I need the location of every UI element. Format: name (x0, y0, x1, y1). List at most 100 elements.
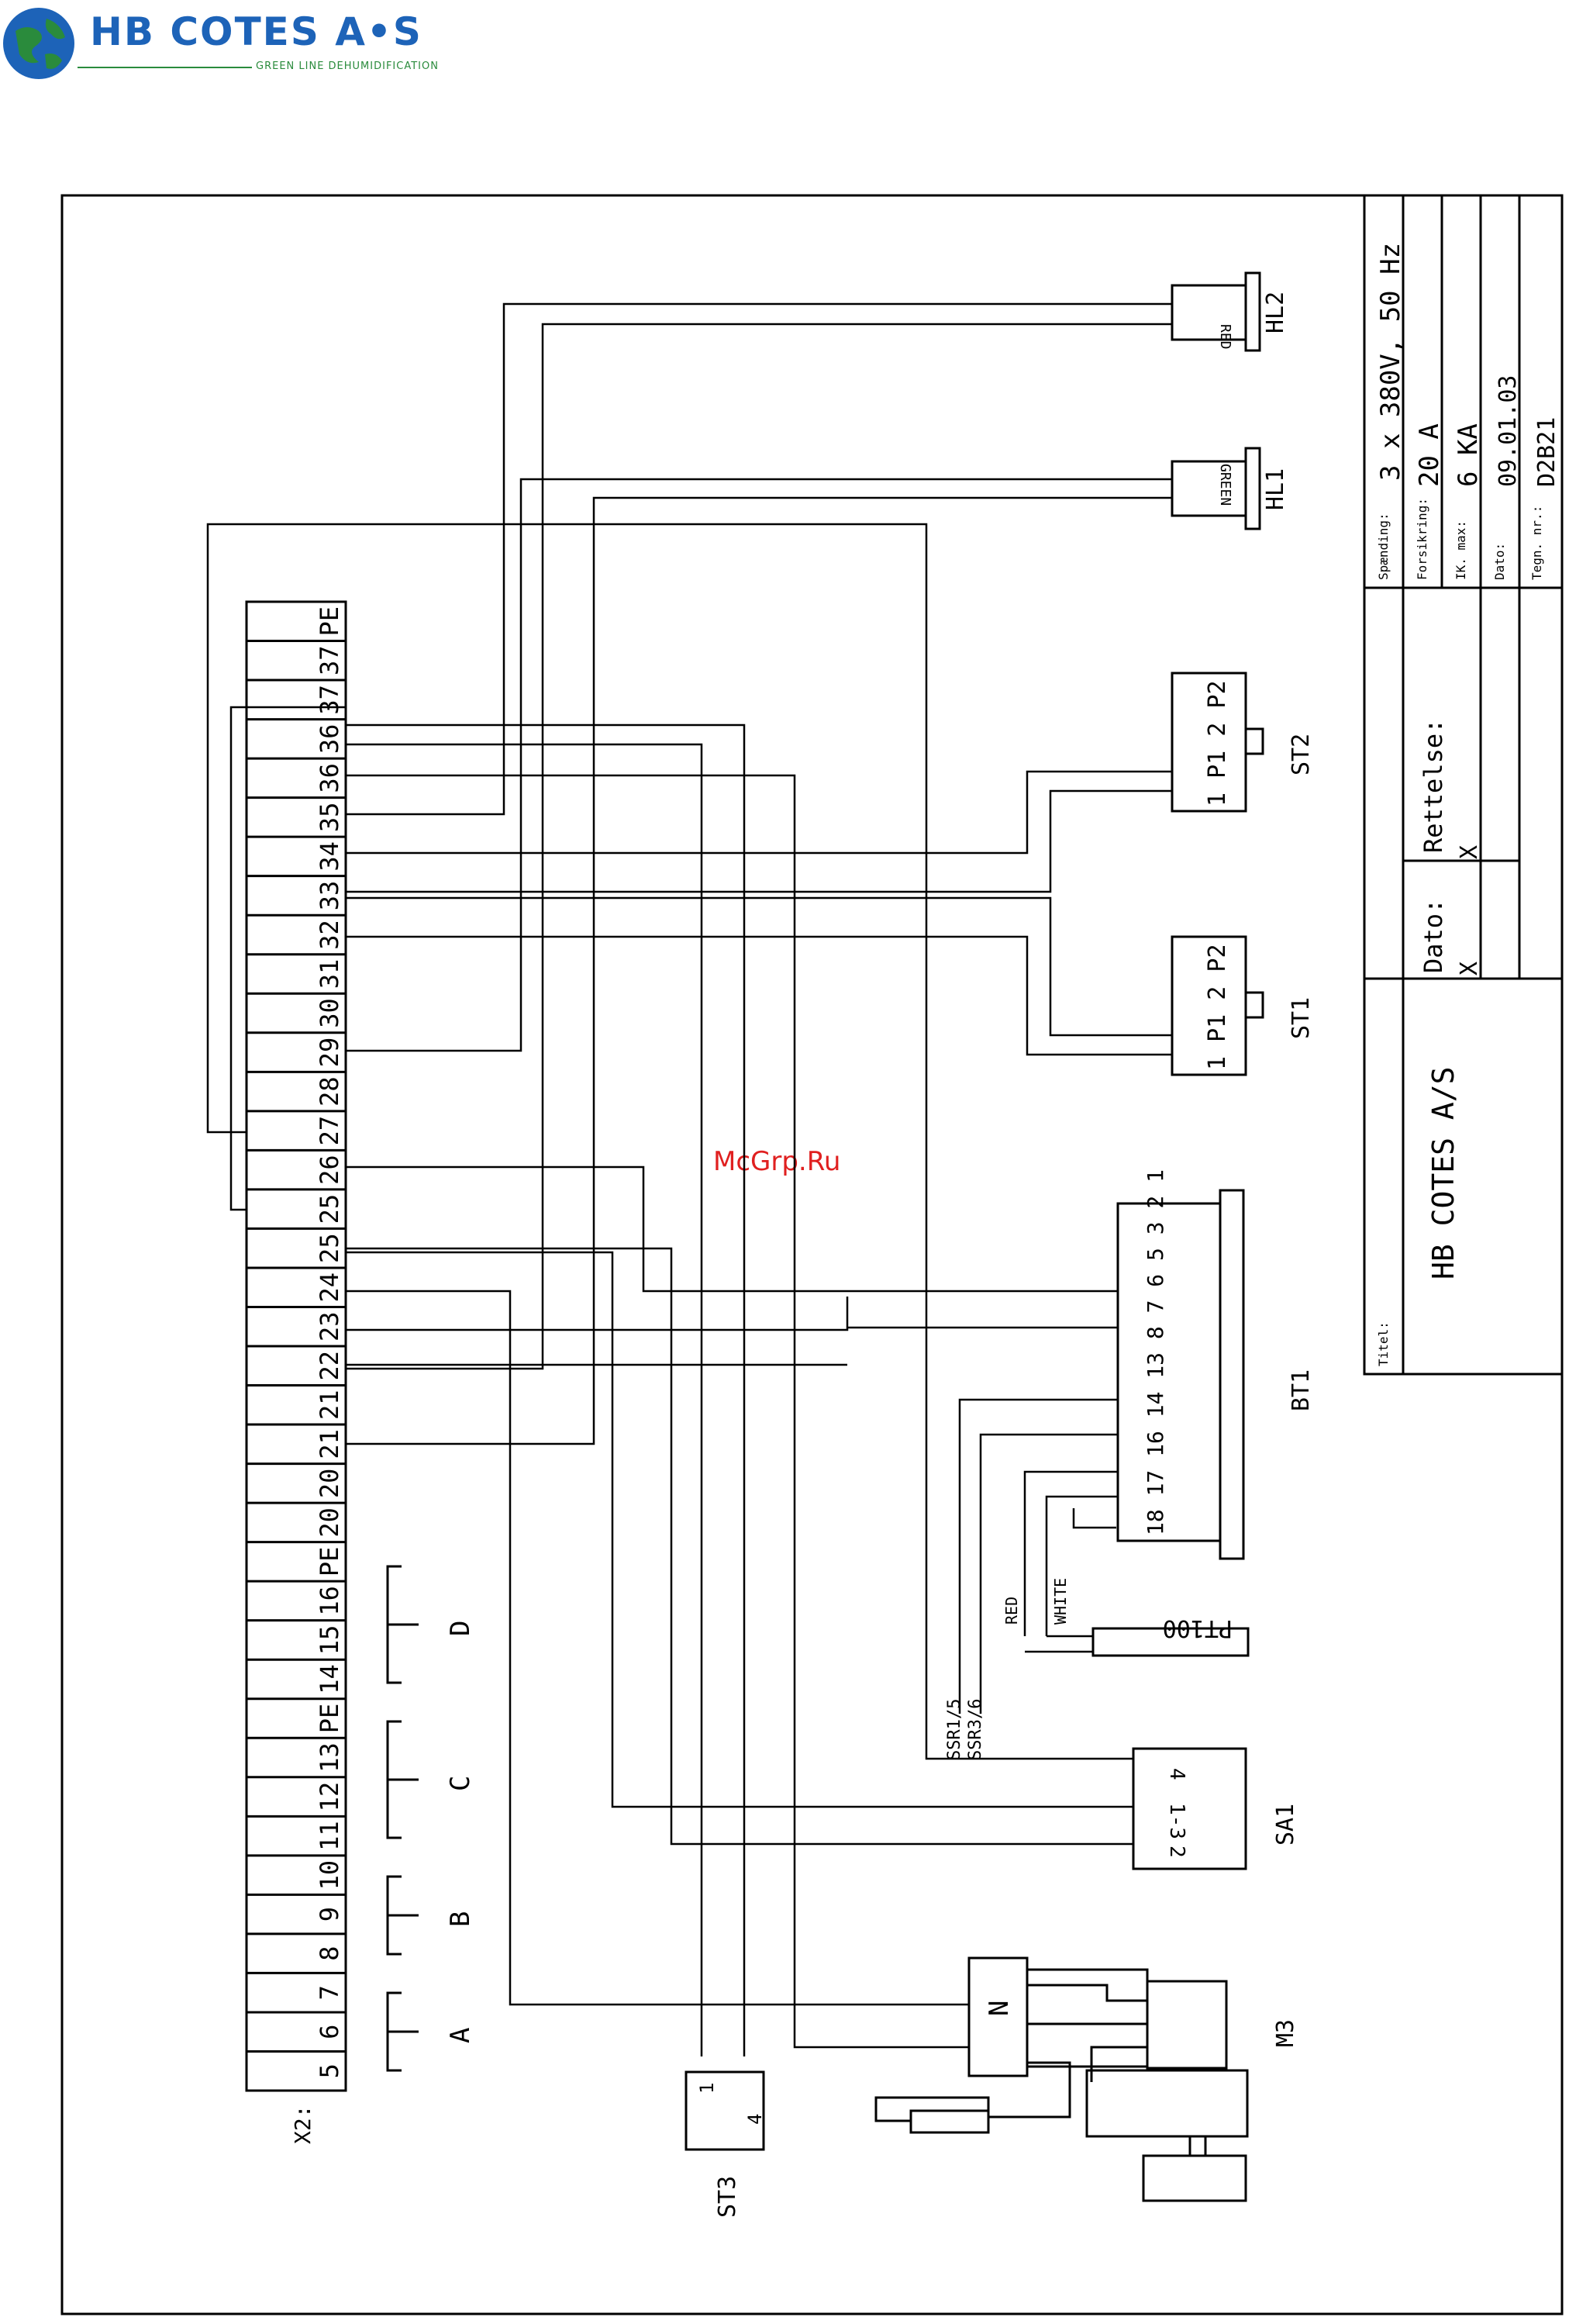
title-block-ik-label: IK. max: (1453, 520, 1468, 580)
globe-icon (3, 8, 74, 79)
motor-m3-ref: M3 (1272, 2019, 1299, 2047)
terminal-label: 16 (315, 1586, 344, 1616)
terminal-label: 26 (315, 1155, 344, 1185)
terminal-label: 11 (315, 1821, 344, 1851)
terminal-label: 21 (315, 1390, 344, 1421)
terminal-label: 6 (315, 2025, 344, 2039)
controller-bt1-pins: 18 17 16 14 13 8 7 6 5 3 2 1 (1143, 1169, 1168, 1535)
switch-st1-pins: 1 P1 2 P2 (1204, 944, 1231, 1070)
switch-st3 (684, 2070, 765, 2151)
switch-st3-ref: ST3 (714, 2176, 741, 2218)
lamp-hl1-text: GREEN (1217, 464, 1233, 506)
title-block-dato2-label: Dato: (1419, 899, 1448, 973)
title-block-rettelse-label: Rettelse: (1419, 719, 1448, 853)
tagline-rule (78, 67, 252, 68)
sensor-pt100-ref: PT100 (1163, 1614, 1233, 1642)
switch-sa1 (1132, 1747, 1247, 1870)
motor-m3 (874, 1956, 1249, 2202)
terminal-label: 33 (315, 881, 344, 911)
terminal-label: 31 (315, 959, 344, 989)
switch-st2-ref: ST2 (1288, 734, 1315, 775)
group-bracket-d (386, 1565, 419, 1684)
title-block-titel-label: Titel: (1376, 1321, 1391, 1366)
lamp-hl2 (1171, 271, 1261, 352)
terminal-label: 35 (315, 803, 344, 833)
group-label-b: B (445, 1911, 476, 1927)
motor-m3-n: N (984, 2001, 1015, 2016)
switch-st1 (1171, 935, 1264, 1076)
terminal-label: PE (315, 1704, 344, 1734)
terminal-label: 7 (315, 1985, 344, 2000)
terminal-label: 9 (315, 1907, 344, 1922)
terminal-label: 25 (315, 1194, 344, 1224)
terminal-label: 37 (315, 646, 344, 676)
terminal-label: 36 (315, 763, 344, 793)
brand-tagline: GREEN LINE DEHUMIDIFICATION (256, 60, 439, 72)
sensor-pt100 (1091, 1627, 1250, 1657)
terminal-label: 36 (315, 724, 344, 755)
terminal-label: 10 (315, 1860, 344, 1891)
group-bracket-c (386, 1720, 419, 1839)
terminal-label: 5 (315, 2063, 344, 2078)
terminal-label: 24 (315, 1273, 344, 1303)
terminal-label: 8 (315, 1946, 344, 1961)
terminal-label: PE (315, 606, 344, 637)
terminal-label: 20 (315, 1469, 344, 1499)
sensor-pt100-wire-white: WHITE (1051, 1578, 1070, 1625)
title-block-forsikring-label: Forsikring: (1415, 498, 1429, 580)
switch-st3-pin-4: 4 (744, 2114, 766, 2125)
terminal-label: 30 (315, 998, 344, 1028)
title-block-spaending-label: Spænding: (1376, 513, 1391, 580)
watermark: McGrp.Ru (713, 1146, 841, 1177)
switch-st1-ref: ST1 (1288, 997, 1315, 1039)
wires (206, 302, 1172, 2056)
group-bracket-b (386, 1875, 419, 1956)
title-block-spaending-value: 3 x 380V, 50 Hz (1375, 243, 1406, 481)
terminal-label: 29 (315, 1038, 344, 1068)
group-label-a: A (445, 2028, 476, 2043)
lamp-hl2-ref: HL2 (1262, 292, 1289, 333)
terminal-label: 34 (315, 841, 344, 872)
switch-st2 (1171, 672, 1264, 813)
title-block-rettelse-value: X (1456, 845, 1483, 859)
terminal-label: 25 (315, 1233, 344, 1263)
terminal-label: 15 (315, 1625, 344, 1656)
title-block-forsikring-value: 20 A (1414, 423, 1445, 487)
switch-sa1-pin-13: 1-3 (1165, 1803, 1188, 1839)
company-logo: HB COTES A•S GREEN LINE DEHUMIDIFICATION (0, 0, 543, 85)
terminal-block-x2: 5678910111213PE141516PE20202121222324252… (245, 600, 347, 2092)
switch-sa1-pin-4: 4 (1165, 1768, 1188, 1780)
ssr-label-1: SSR1/5 (945, 1699, 964, 1760)
terminal-label: 21 (315, 1429, 344, 1459)
group-bracket-a (386, 1991, 419, 2072)
sensor-pt100-wire-red: RED (1002, 1597, 1021, 1625)
title-block-tegn-label: Tegn. nr.: (1529, 506, 1544, 580)
controller-bt1 (1116, 1189, 1245, 1560)
terminal-label: PE (315, 1547, 344, 1577)
terminal-label: 28 (315, 1076, 344, 1107)
terminal-label: 14 (315, 1664, 344, 1694)
terminal-label: 12 (315, 1782, 344, 1812)
group-label-c: C (445, 1776, 476, 1791)
controller-bt1-ref: BT1 (1288, 1369, 1315, 1411)
brand-name: HB COTES A•S (90, 9, 422, 54)
switch-st2-pins: 1 P1 2 P2 (1204, 680, 1231, 806)
title-block-dato-label: Dato: (1492, 543, 1507, 580)
title-block-dato2-value: X (1456, 962, 1483, 976)
lamp-hl1-ref: HL1 (1262, 468, 1289, 510)
lamp-hl2-text: RED (1217, 324, 1233, 350)
terminal-label: 32 (315, 920, 344, 950)
terminal-label: 27 (315, 1116, 344, 1146)
title-block-titel-value: HB COTES A/S (1426, 1066, 1460, 1279)
terminal-block-label: X2: (290, 2105, 316, 2144)
switch-sa1-ref: SA1 (1272, 1804, 1299, 1846)
switch-sa1-pin-2: 2 (1165, 1846, 1188, 1858)
terminal-label: 20 (315, 1507, 344, 1538)
drawing-frame (60, 194, 1564, 2315)
title-block-ik-value: 6 KA (1453, 423, 1484, 487)
title-block-tegn-value: D2B21 (1533, 417, 1560, 487)
group-label-d: D (445, 1621, 476, 1636)
terminal-label: 37 (315, 685, 344, 715)
terminal-label: 23 (315, 1311, 344, 1342)
